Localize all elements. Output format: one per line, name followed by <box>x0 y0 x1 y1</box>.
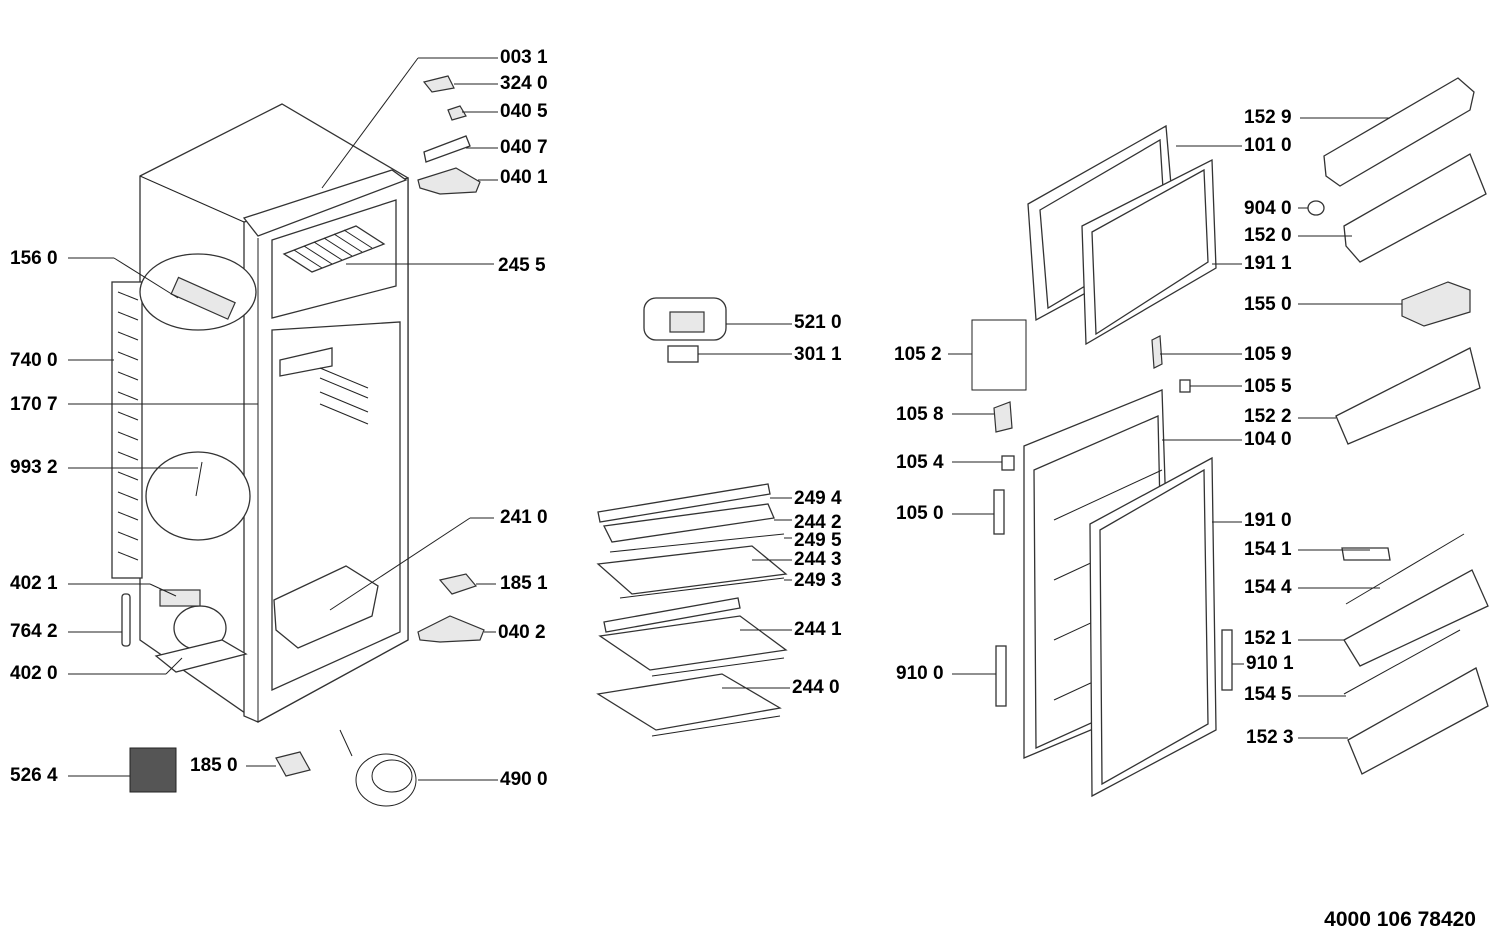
label-152-0: 152 0 <box>1244 225 1292 246</box>
part-105-4 <box>1001 455 1015 471</box>
label-152-1: 152 1 <box>1244 628 1292 649</box>
part-105-0 <box>993 489 1005 535</box>
label-244-1: 244 1 <box>794 619 842 640</box>
label-040-5: 040 5 <box>500 101 548 122</box>
label-910-1: 910 1 <box>1246 653 1294 674</box>
part-185-0 <box>275 751 311 777</box>
thermostat-521-0 <box>643 297 727 341</box>
part-group-105-2 <box>971 319 1027 391</box>
leader-lines <box>68 57 1402 781</box>
label-105-8: 105 8 <box>896 404 944 425</box>
part-105-5 <box>1179 379 1191 393</box>
compressor <box>154 589 248 673</box>
label-154-5: 154 5 <box>1244 684 1292 705</box>
label-003-1: 003 1 <box>500 47 548 68</box>
label-249-3: 249 3 <box>794 570 842 591</box>
control-box-526-4 <box>129 747 177 793</box>
label-910-0: 910 0 <box>896 663 944 684</box>
label-324-0: 324 0 <box>500 73 548 94</box>
crisper-drawer <box>273 565 379 649</box>
label-156-0: 156 0 <box>10 248 58 269</box>
label-245-5: 245 5 <box>498 255 546 276</box>
label-191-0: 191 0 <box>1244 510 1292 531</box>
label-185-0: 185 0 <box>190 755 238 776</box>
label-241-0: 241 0 <box>500 507 548 528</box>
hinge-910-1 <box>1221 629 1233 691</box>
label-152-2: 152 2 <box>1244 406 1292 427</box>
label-740-0: 740 0 <box>10 350 58 371</box>
ice-tray <box>170 276 236 320</box>
hinge-910-0 <box>995 645 1007 707</box>
part-105-8 <box>993 401 1013 433</box>
door-shelves <box>1307 77 1489 775</box>
document-number: 4000 106 78420 <box>1324 908 1476 931</box>
label-154-4: 154 4 <box>1244 577 1292 598</box>
label-040-7: 040 7 <box>500 137 548 158</box>
label-105-0: 105 0 <box>896 503 944 524</box>
part-040-7 <box>423 135 471 163</box>
label-105-2: 105 2 <box>894 344 942 365</box>
label-244-3: 244 3 <box>794 549 842 570</box>
condenser <box>111 281 143 579</box>
label-490-0: 490 0 <box>500 769 548 790</box>
label-904-0: 904 0 <box>1244 198 1292 219</box>
label-191-1: 191 1 <box>1244 253 1292 274</box>
label-185-1: 185 1 <box>500 573 548 594</box>
label-155-0: 155 0 <box>1244 294 1292 315</box>
label-244-0: 244 0 <box>792 677 840 698</box>
hinge-040-2 <box>417 615 485 643</box>
part-105-9 <box>1151 335 1163 369</box>
label-152-9: 152 9 <box>1244 107 1292 128</box>
label-105-4: 105 4 <box>896 452 944 473</box>
power-cord <box>339 729 417 807</box>
label-249-5: 249 5 <box>794 530 842 551</box>
relay <box>121 593 131 647</box>
label-154-1: 154 1 <box>1244 539 1292 560</box>
label-040-2: 040 2 <box>498 622 546 643</box>
label-526-4: 526 4 <box>10 765 58 786</box>
part-185-1 <box>438 573 478 595</box>
label-040-1: 040 1 <box>500 167 548 188</box>
label-402-1: 402 1 <box>10 573 58 594</box>
fridge-cabinet <box>111 103 409 723</box>
glass-shelves <box>596 483 788 737</box>
hinge-040-1 <box>417 167 481 195</box>
label-152-3: 152 3 <box>1246 727 1294 748</box>
label-301-1: 301 1 <box>794 344 842 365</box>
part-324-0 <box>422 75 455 93</box>
freezer-wire-rack <box>282 225 386 273</box>
label-244-2: 244 2 <box>794 512 842 533</box>
label-105-9: 105 9 <box>1244 344 1292 365</box>
label-101-0: 101 0 <box>1244 135 1292 156</box>
shelf-rails <box>279 347 369 425</box>
label-993-2: 993 2 <box>10 457 58 478</box>
label-764-2: 764 2 <box>10 621 58 642</box>
label-104-0: 104 0 <box>1244 429 1292 450</box>
freezer-door <box>1027 124 1217 346</box>
label-105-5: 105 5 <box>1244 376 1292 397</box>
fridge-door <box>1023 389 1217 798</box>
label-301-1 <box>667 345 699 363</box>
label-170-7: 170 7 <box>10 394 58 415</box>
label-521-0: 521 0 <box>794 312 842 333</box>
label-402-0: 402 0 <box>10 663 58 684</box>
label-249-4: 249 4 <box>794 488 842 509</box>
sensor-bubble <box>145 451 251 541</box>
part-040-5 <box>447 105 467 121</box>
